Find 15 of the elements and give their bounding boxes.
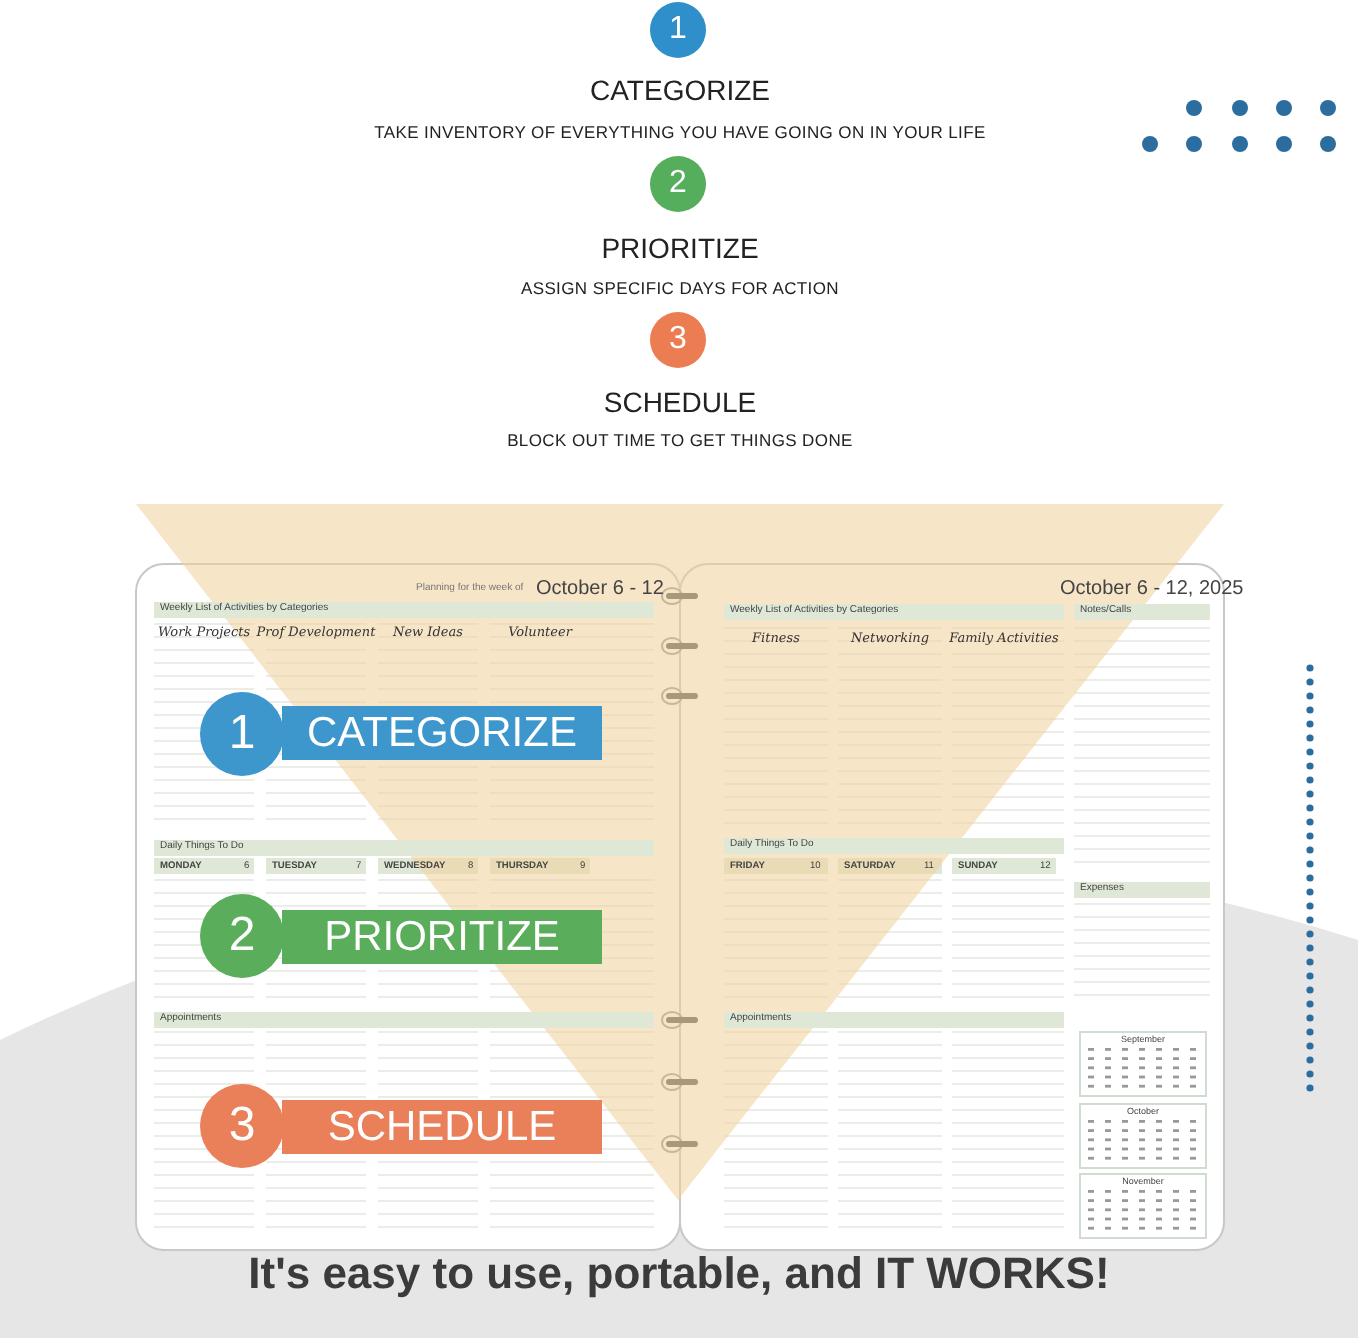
- date-range: October 6 - 12: [536, 578, 664, 600]
- step-banner: SCHEDULE: [282, 1100, 602, 1154]
- step-description: TAKE INVENTORY OF EVERYTHING YOU HAVE GOING ON IN YOUR LIFE: [372, 124, 988, 143]
- date-range: October 6 - 12, 2025: [1060, 578, 1244, 600]
- step-title: PRIORITIZE: [599, 234, 761, 265]
- step-number-badge: 3: [650, 312, 706, 368]
- step-number-badge: 2: [650, 156, 706, 212]
- step-banner: PRIORITIZE: [282, 910, 602, 964]
- step-title: SCHEDULE: [601, 388, 759, 419]
- step-description: ASSIGN SPECIFIC DAYS FOR ACTION: [518, 280, 842, 299]
- step-number-badge: 1: [650, 2, 706, 58]
- step-banner: CATEGORIZE: [282, 706, 602, 760]
- caption: It's easy to use, portable, and IT WORKS!: [246, 1248, 1112, 1300]
- step-title: CATEGORIZE: [588, 76, 772, 107]
- step-description: BLOCK OUT TIME TO GET THINGS DONE: [505, 432, 855, 451]
